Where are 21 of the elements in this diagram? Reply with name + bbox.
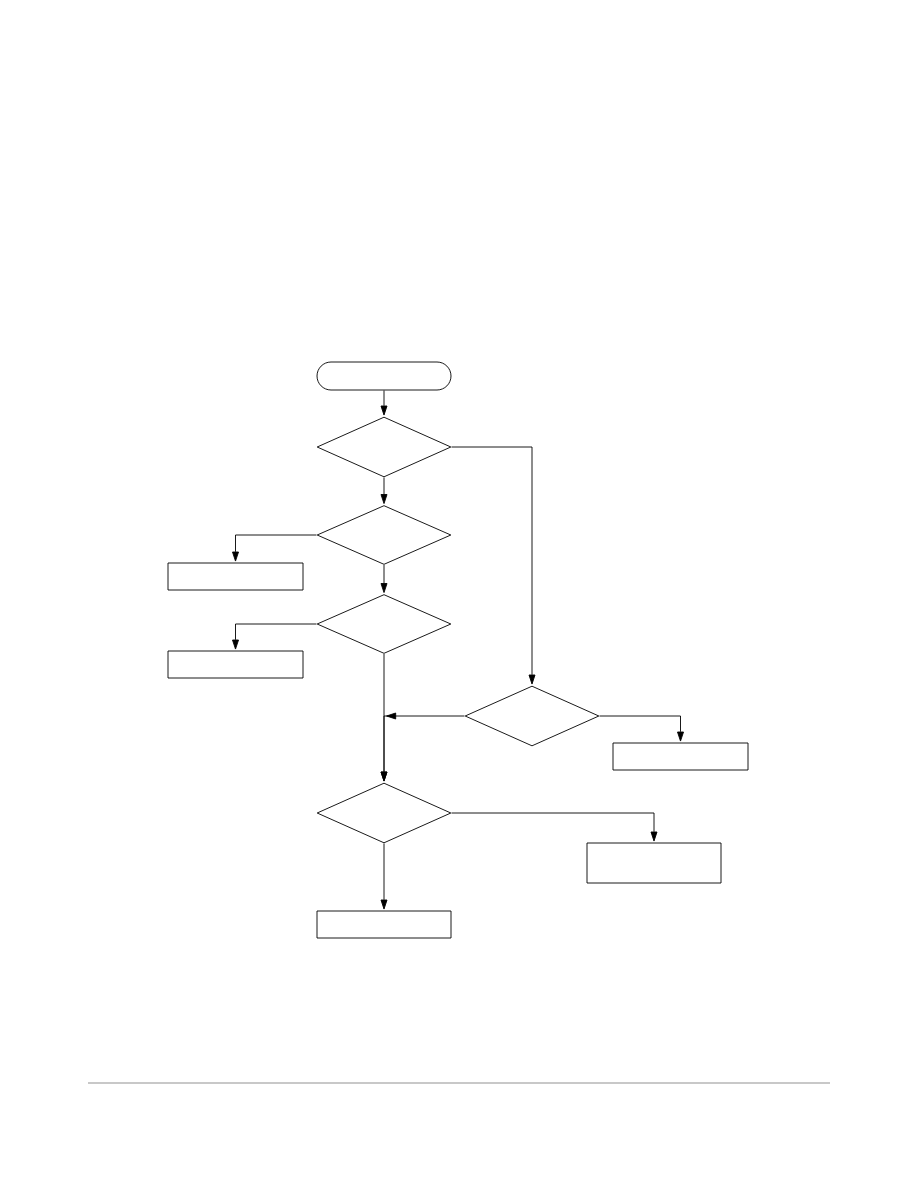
- process-box: [586, 842, 722, 884]
- process-box: [167, 562, 304, 591]
- process-box: [167, 650, 304, 679]
- arrow: [380, 477, 388, 504]
- decision-diamond: [316, 594, 452, 654]
- arrow: [380, 843, 388, 910]
- arrow: [451, 812, 658, 842]
- process-box: [316, 910, 452, 939]
- process-box: [612, 742, 749, 771]
- decision-diamond: [464, 685, 600, 747]
- arrow: [380, 712, 465, 782]
- arrow: [232, 534, 317, 562]
- decision-diamond: [316, 505, 452, 565]
- terminal-capsule: [316, 361, 452, 391]
- decision-diamond: [316, 416, 452, 478]
- arrow: [380, 390, 388, 416]
- arrow: [380, 564, 388, 594]
- decision-diamond: [316, 782, 452, 844]
- arrow: [451, 446, 536, 685]
- arrow: [232, 623, 317, 650]
- arrow: [599, 715, 684, 742]
